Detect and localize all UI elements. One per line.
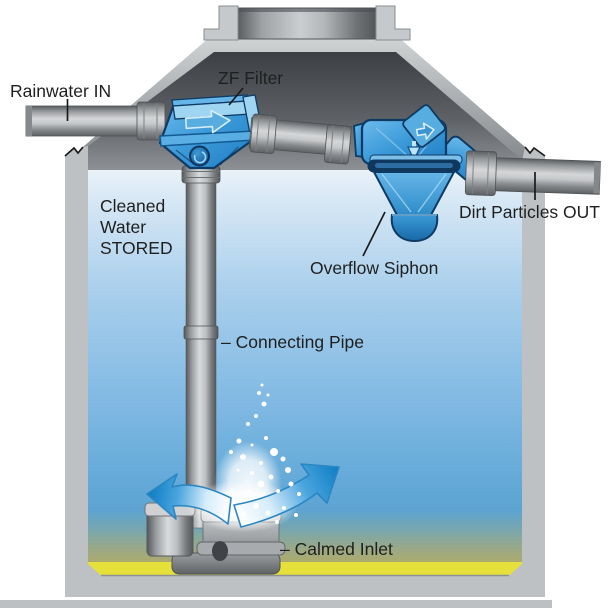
flow-arrow-right [233,463,340,528]
filter-flow-arrow-icon [184,109,231,134]
wall-notch-left [64,146,84,157]
pipe-joint [183,325,219,340]
dirt-pipe-endcap [593,162,601,194]
filter-outlet-pipe [248,113,352,165]
label-cleaned-water-3: STORED [100,238,173,258]
label-connecting-pipe: – Connecting Pipe [221,332,364,352]
flow-arrow-left [146,473,232,525]
ground-shadow [0,600,552,608]
siphon-marker-icon [406,146,422,162]
connecting-pipe [181,165,221,529]
label-rainwater-in: Rainwater IN [10,81,111,101]
outlet-pipe-coupling-left [249,113,278,154]
wall-notch-right [524,146,546,157]
dirt-pipe-coupling [464,150,498,197]
rainwater-pipe-coupling [136,101,166,141]
access-shaft [203,5,411,41]
inlet-cup-lip [196,541,286,556]
flow-arrows [146,463,340,528]
sediment-layer [88,562,522,576]
rainwater-pipe [25,101,166,141]
dirt-outlet-pipe [464,150,601,197]
leader-zf-filter [228,87,244,106]
zf-filter-device [158,94,264,170]
siphon-flow-arrow-icon [415,122,435,140]
rainwater-pipe-endcap [26,106,32,136]
overflow-siphon-device [353,104,494,243]
outlet-pipe-coupling-right [324,124,352,165]
shaft-collar-right [375,5,411,41]
leader-overflow-siphon [362,211,386,257]
label-zf-filter: ZF Filter [218,68,283,88]
shaft-collar-left [203,5,239,41]
label-dirt-particles-out: Dirt Particles OUT [459,202,600,222]
siphon-dome [390,214,439,243]
inlet-gap-hole [212,541,228,561]
label-calmed-inlet: – Calmed Inlet [280,539,393,559]
label-overflow-siphon: Overflow Siphon [310,258,438,278]
label-cleaned-water-2: Water [100,217,146,237]
bubbles [229,383,301,524]
label-cleaned-water-1: Cleaned [100,196,165,216]
